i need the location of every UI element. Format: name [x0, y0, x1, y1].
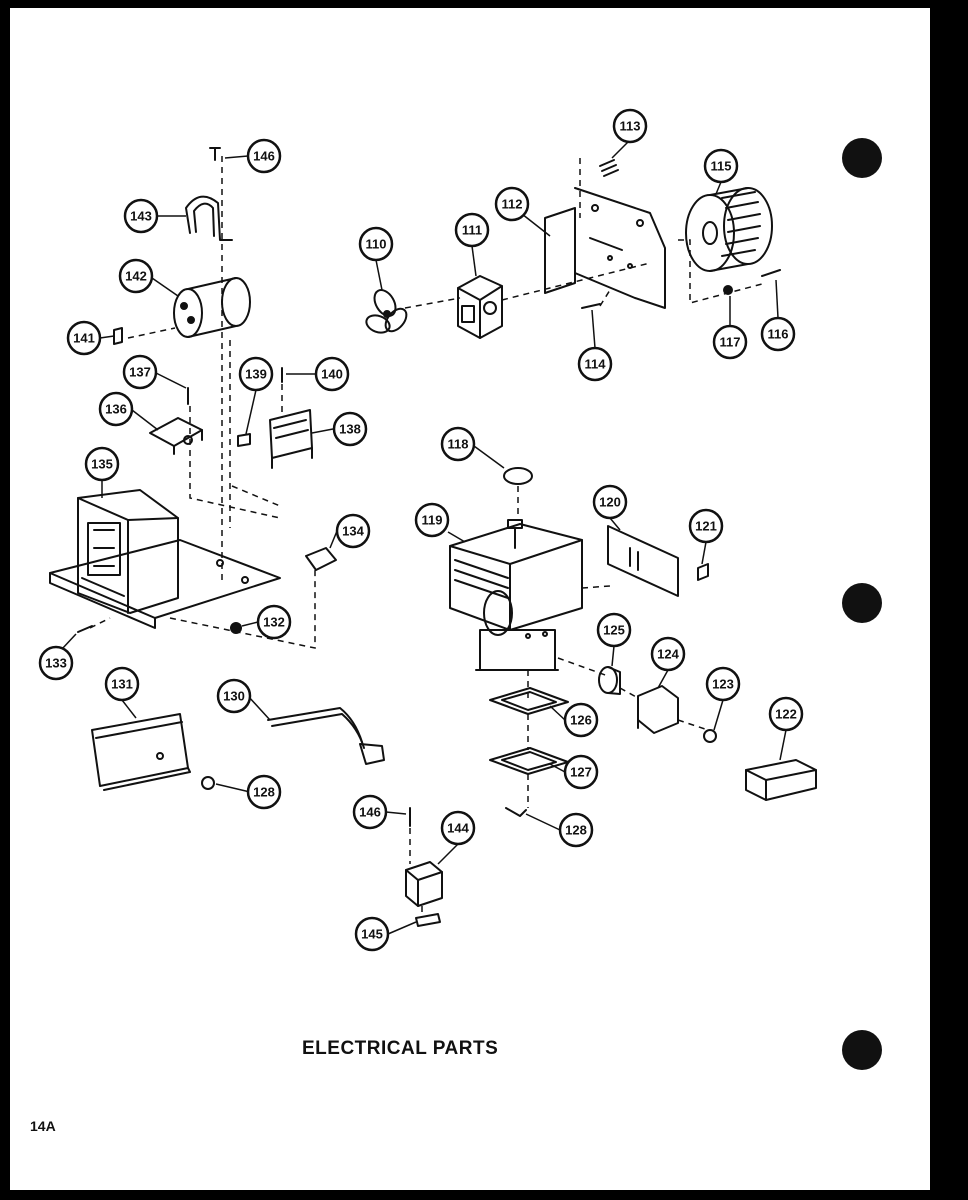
- screw-128-lower: [505, 807, 527, 817]
- callout-116: 116: [768, 327, 789, 342]
- bracket-134: [305, 547, 337, 571]
- leader-lines: [61, 141, 787, 935]
- callout-111: 111: [462, 223, 482, 238]
- parts-diagram-page: 146 143 142 141 137 136 139 140 138 135 …: [10, 8, 930, 1190]
- callout-144: 144: [447, 821, 469, 836]
- grommet-132: [230, 622, 242, 634]
- callout-143: 143: [130, 209, 152, 224]
- callout-128-upper: 128: [253, 785, 275, 800]
- fan-blade: [365, 289, 408, 334]
- gasket-126: [489, 687, 569, 715]
- callout-127: 127: [570, 765, 592, 780]
- gasket-118: [503, 467, 533, 485]
- nut-117: [723, 285, 733, 295]
- callout-117: 117: [720, 335, 741, 350]
- callout-122: 122: [775, 707, 797, 722]
- gasket-127: [489, 747, 569, 775]
- callout-146-bottom: 146: [359, 805, 381, 820]
- capacitor: [173, 277, 251, 338]
- power-cord: [267, 707, 385, 765]
- binder-hole-top: [842, 138, 882, 178]
- terminal-cover: [745, 759, 817, 801]
- callout-121: 121: [695, 519, 717, 534]
- callout-128-lower: 128: [565, 823, 587, 838]
- callout-145: 145: [361, 927, 383, 942]
- high-voltage-transformer: [77, 489, 179, 614]
- blower-wheel: [685, 187, 773, 272]
- callout-146-top: 146: [253, 149, 275, 164]
- callout-137: 137: [129, 365, 151, 380]
- callout-141: 141: [73, 331, 95, 346]
- callout-112: 112: [502, 197, 523, 212]
- screw-114: [581, 303, 601, 309]
- callouts: 146 143 142 141 137 136 139 140 138 135 …: [38, 108, 804, 952]
- binder-hole-middle: [842, 583, 882, 623]
- choke-coil: [598, 666, 621, 695]
- control-circuit-board: [91, 713, 191, 791]
- callout-114: 114: [585, 357, 607, 372]
- callout-134: 134: [342, 524, 364, 539]
- exploded-view-diagram: 146 143 142 141 137 136 139 140 138 135 …: [38, 108, 882, 1070]
- fuse-holder: [269, 409, 313, 469]
- screw-113: [599, 159, 619, 177]
- screw-133: [77, 625, 93, 633]
- callout-126: 126: [570, 713, 592, 728]
- binder-hole-bottom: [842, 1030, 882, 1070]
- callout-142: 142: [125, 269, 147, 284]
- callout-110: 110: [366, 237, 387, 252]
- screw-116: [761, 269, 781, 277]
- callout-124: 124: [657, 647, 679, 662]
- fan-motor: [457, 275, 503, 339]
- callout-123: 123: [712, 677, 734, 692]
- callout-131: 131: [111, 677, 133, 692]
- callout-135: 135: [91, 457, 113, 472]
- callout-130: 130: [223, 689, 245, 704]
- spacer-121: [697, 563, 709, 581]
- switch-actuator: [415, 913, 441, 927]
- grommet-128-upper: [201, 776, 215, 790]
- page-number: 14A: [30, 1118, 56, 1134]
- callout-119: 119: [422, 513, 443, 528]
- magnetron: [449, 519, 583, 671]
- callout-133: 133: [45, 656, 67, 671]
- binder-holes: [842, 138, 882, 1070]
- callout-138: 138: [339, 422, 361, 437]
- resistor-141: [113, 327, 123, 345]
- fuse-139: [237, 433, 251, 447]
- capacitor-clamp: [185, 195, 233, 241]
- callout-140: 140: [321, 367, 343, 382]
- nut-123: [703, 729, 717, 743]
- callout-113: 113: [620, 119, 641, 134]
- callout-132: 132: [263, 615, 285, 630]
- assembly-guide-lines: [89, 156, 763, 916]
- diode-bracket: [149, 417, 203, 455]
- callout-139: 139: [245, 367, 267, 382]
- page-title: ELECTRICAL PARTS: [302, 1038, 499, 1059]
- callout-115: 115: [711, 159, 732, 174]
- thermal-cutout-bracket: [607, 525, 679, 597]
- interlock-switch: [405, 861, 443, 907]
- callout-120: 120: [599, 495, 621, 510]
- base-plate: [49, 539, 281, 629]
- callout-125: 125: [603, 623, 625, 638]
- callout-118: 118: [448, 437, 469, 452]
- motor-mounting-bracket: [544, 187, 666, 309]
- screw-146-top: [209, 147, 221, 161]
- noise-filter: [637, 685, 679, 734]
- callout-136: 136: [105, 402, 127, 417]
